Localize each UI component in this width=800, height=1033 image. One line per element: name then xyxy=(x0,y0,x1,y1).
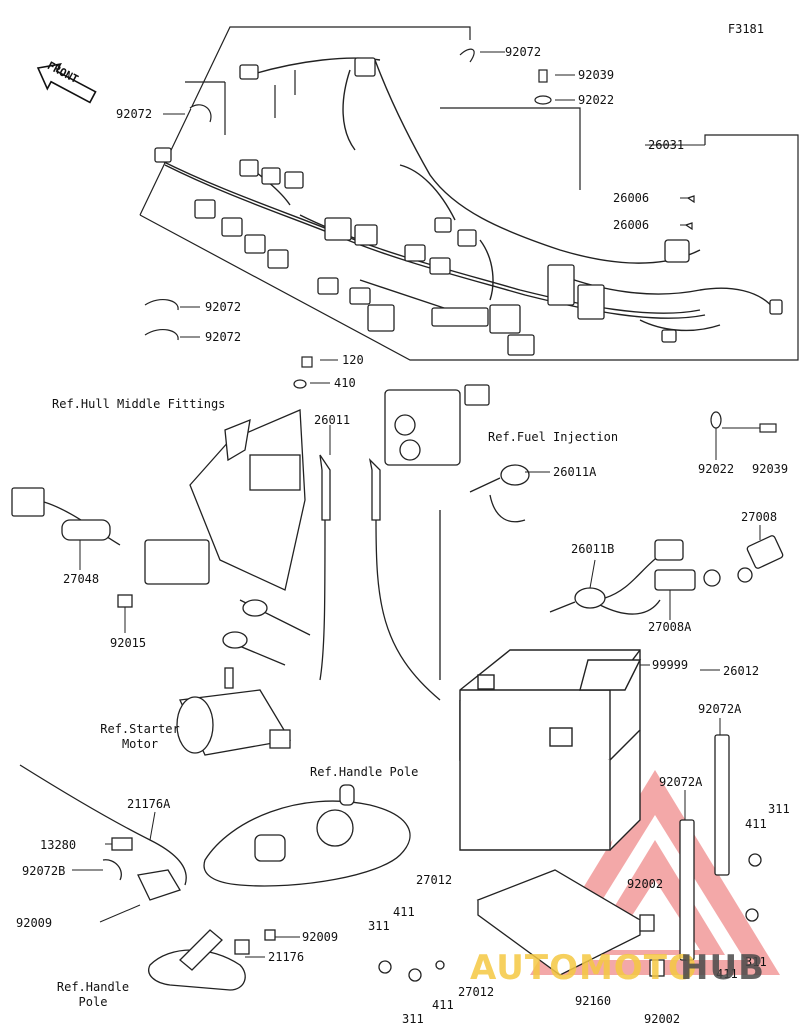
hardware-parts xyxy=(144,48,777,433)
part-label: 92072 xyxy=(205,330,242,344)
part-label: 27012 xyxy=(458,985,495,999)
watermark-text-right: HUB xyxy=(680,948,765,988)
part-label: 92072 xyxy=(205,300,242,314)
part-label: 26006 xyxy=(613,218,650,232)
part-label: 410 xyxy=(334,376,356,390)
part-label: 311 xyxy=(768,802,790,816)
starter-motor xyxy=(176,599,311,756)
part-label: 120 xyxy=(342,353,364,367)
harness-connectors xyxy=(154,57,783,356)
part-label: 26012 xyxy=(723,664,760,678)
part-label: 26011A xyxy=(553,465,597,479)
part-label: 21176A xyxy=(127,797,171,811)
part-label: 92160 xyxy=(575,994,612,1008)
handle-pole-bottom xyxy=(148,929,276,991)
ref-hull-middle-fittings: Ref.Hull Middle Fittings xyxy=(52,397,226,411)
part-label: 411 xyxy=(432,998,454,1012)
part-label: 92022 xyxy=(578,93,615,107)
wiring-harness xyxy=(159,57,776,332)
part-label: 92015 xyxy=(110,636,147,650)
part-label: 92022 xyxy=(698,462,735,476)
part-label: 411 xyxy=(745,817,767,831)
part-label: 13280 xyxy=(40,838,77,852)
battery xyxy=(459,649,642,851)
part-label: 99999 xyxy=(652,658,689,672)
part-label: 92009 xyxy=(302,930,339,944)
part-label: 92072 xyxy=(116,107,153,121)
ref-handle-pole-bottom: Ref.Handle Pole xyxy=(56,980,130,1009)
leader-lines xyxy=(72,51,761,958)
relay-27048 xyxy=(11,487,210,608)
part-label: 26006 xyxy=(613,191,650,205)
fuel-injection-unit xyxy=(319,384,530,701)
ref-fuel-injection: Ref.Fuel Injection xyxy=(488,430,619,444)
handle-pole-top xyxy=(19,764,411,901)
part-label: 92039 xyxy=(578,68,615,82)
part-label: 26031 xyxy=(648,138,685,152)
part-label: 311 xyxy=(745,955,767,969)
part-label: 311 xyxy=(368,919,390,933)
cable-26011b xyxy=(549,535,784,615)
harness-outline-box xyxy=(139,26,799,361)
ref-handle-pole-top: Ref.Handle Pole xyxy=(310,765,419,779)
part-label: 92002 xyxy=(644,1012,681,1026)
watermark-text-left: AUTOMOTO xyxy=(470,948,698,988)
part-label: 27012 xyxy=(416,873,453,887)
part-label: 92072B xyxy=(22,864,66,878)
front-arrow-icon xyxy=(36,63,97,104)
part-label: 92072A xyxy=(698,702,742,716)
part-label: 27008A xyxy=(648,620,692,634)
part-label: 311 xyxy=(402,1012,424,1026)
part-label: 26011 xyxy=(314,413,351,427)
hull-bracket xyxy=(189,409,306,591)
part-label: 26011B xyxy=(571,542,615,556)
part-label: 27048 xyxy=(63,572,100,586)
part-label: 92039 xyxy=(752,462,789,476)
ref-starter-motor: Ref.Starter Motor xyxy=(100,722,180,751)
part-label: 21176 xyxy=(268,950,305,964)
part-label: 27008 xyxy=(741,510,778,524)
part-label: 411 xyxy=(393,905,415,919)
battery-tray xyxy=(378,734,762,982)
part-label: 411 xyxy=(716,967,738,981)
part-label: 92002 xyxy=(627,877,664,891)
part-label: 92072A xyxy=(659,775,703,789)
figure-code: F3181 xyxy=(727,22,764,36)
part-label: 92072 xyxy=(505,45,542,59)
part-label: 92009 xyxy=(16,916,53,930)
